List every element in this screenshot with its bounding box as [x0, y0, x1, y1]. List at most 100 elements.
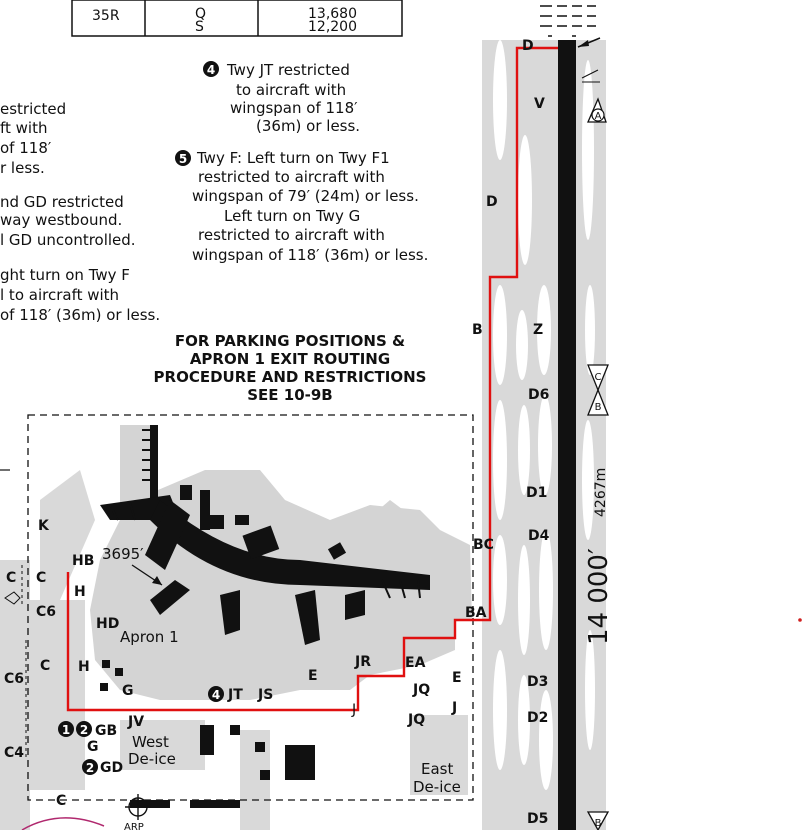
note-5-line: wingspan of 118′ (36m) or less.: [192, 246, 428, 264]
note-5-line: restricted to aircraft with: [198, 226, 385, 244]
label-j-right: J: [451, 700, 457, 716]
label-c-5: C: [56, 793, 66, 809]
label-ea: EA: [405, 655, 426, 671]
label-c6-b: C6: [4, 671, 24, 687]
boundary-arc: [21, 817, 105, 830]
label-hb: HB: [72, 553, 94, 569]
wind-arrow: [577, 37, 601, 83]
symbol-a-label: A: [595, 111, 602, 122]
label-d4: D4: [528, 528, 550, 544]
note-5-badge: 5: [179, 152, 187, 166]
arp-symbol: ARP: [124, 794, 151, 830]
label-d6: D6: [528, 387, 549, 403]
symbol-b2-label: B: [595, 818, 602, 829]
symbol-a: A: [587, 97, 607, 123]
label-g-1: G: [122, 683, 134, 699]
runway-table: 35R Q S 13,680 12,200: [71, 0, 403, 37]
bottom-labels: 4 JT JS JV 1 2 GB 2 GD West De-ice East …: [21, 686, 461, 830]
note-4-badge: 4: [207, 63, 215, 77]
label-d3: D3: [527, 674, 548, 690]
label-jq-2: JQ: [407, 712, 425, 728]
label-jt: JT: [227, 687, 243, 703]
left-note-line: l to aircraft with: [0, 286, 119, 304]
label-d2: D2: [527, 710, 548, 726]
table-runway: 35R: [92, 8, 120, 24]
left-labels: K HB H C C C6 HD C H C6 G C4 G C 3695′ A…: [0, 469, 179, 809]
label-ba: BA: [465, 605, 487, 621]
left-note-line: estricted: [0, 100, 66, 118]
label-b: B: [472, 322, 483, 338]
left-note-line: ght turn on Twy F: [0, 266, 130, 284]
left-note-line: l GD uncontrolled.: [0, 231, 136, 249]
label-g-2: G: [87, 739, 99, 755]
note-5: 5 Twy F: Left turn on Twy F1 restricted …: [175, 149, 428, 264]
left-note-line: ft with: [0, 119, 48, 137]
note-4-line: Twy JT restricted: [226, 61, 350, 79]
label-e-mid: E: [308, 668, 318, 684]
left-note-line: r less.: [0, 159, 45, 177]
symbol-c-label: C: [595, 372, 602, 383]
badge-gb-2: 2: [80, 723, 88, 737]
label-d-top: D: [522, 38, 534, 54]
label-d1: D1: [526, 485, 547, 501]
taxiway-network: [482, 0, 606, 830]
terminal-buildings: [100, 425, 430, 808]
note-5-line: Left turn on Twy G: [224, 207, 360, 225]
left-note-line: way westbound.: [0, 211, 122, 229]
badge-jt: 4: [212, 688, 220, 702]
note-4-line: (36m) or less.: [256, 117, 360, 135]
runway-metric: 4267m: [593, 468, 609, 517]
label-c-2: C: [36, 570, 46, 586]
symbol-b-label: B: [595, 402, 602, 413]
label-js: JS: [257, 687, 273, 703]
gate-stubs: [109, 429, 421, 599]
right-labels: D V D B Z D6 D1 D4 BC BA EA E JR JQ JQ J…: [308, 38, 550, 827]
west-taxiways: [0, 470, 468, 830]
symbol-cb: C B: [587, 364, 609, 416]
label-jq-1: JQ: [412, 682, 430, 698]
runway-length: 14 000′: [584, 548, 614, 645]
label-d5: D5: [527, 811, 548, 827]
label-gb: GB: [95, 723, 117, 739]
label-gd: GD: [100, 760, 123, 776]
label-j-mid: J: [351, 702, 356, 718]
label-east-deice: De-ice: [413, 778, 461, 796]
parking-note: FOR PARKING POSITIONS & APRON 1 EXIT ROU…: [154, 332, 427, 404]
left-note-line: of 118′: [0, 139, 52, 157]
label-arp: ARP: [124, 822, 144, 830]
threshold-marks: [540, 5, 596, 37]
table-cat1: Q: [195, 6, 206, 22]
label-distance: 3695′: [102, 545, 144, 563]
parking-line: SEE 10-9B: [247, 386, 333, 404]
table-cat2: S: [195, 19, 204, 35]
label-k: K: [38, 518, 50, 534]
note-5-line: Twy F: Left turn on Twy F1: [196, 149, 390, 167]
parking-line: APRON 1 EXIT ROUTING: [190, 350, 390, 368]
label-c-1: C: [6, 570, 16, 586]
parking-line: FOR PARKING POSITIONS &: [175, 332, 405, 350]
label-bc: BC: [473, 537, 494, 553]
label-east: East: [421, 760, 453, 778]
label-apron: Apron 1: [120, 628, 179, 646]
label-c4: C4: [4, 745, 24, 761]
badge-gb-1: 1: [62, 723, 70, 737]
label-v: V: [534, 96, 545, 112]
runway-35r: [558, 40, 576, 830]
table-val1: 13,680: [308, 6, 357, 22]
marker-dot: [798, 618, 802, 622]
label-west-deice: De-ice: [128, 750, 176, 768]
label-h-2: H: [78, 659, 90, 675]
label-jr: JR: [354, 654, 371, 670]
label-z: Z: [533, 322, 543, 338]
note-4-line: wingspan of 118′: [230, 99, 358, 117]
taxi-route: [66, 46, 558, 712]
label-west: West: [132, 733, 169, 751]
label-c-3: C: [40, 658, 50, 674]
note-5-line: restricted to aircraft with: [198, 168, 385, 186]
symbol-b2: B: [586, 811, 610, 830]
note-4-line: to aircraft with: [236, 81, 346, 99]
note-5-line: wingspan of 79′ (24m) or less.: [192, 187, 419, 205]
runway-length-label: 14 000′ 4267m: [584, 468, 614, 645]
left-note-line: nd GD restricted: [0, 193, 124, 211]
